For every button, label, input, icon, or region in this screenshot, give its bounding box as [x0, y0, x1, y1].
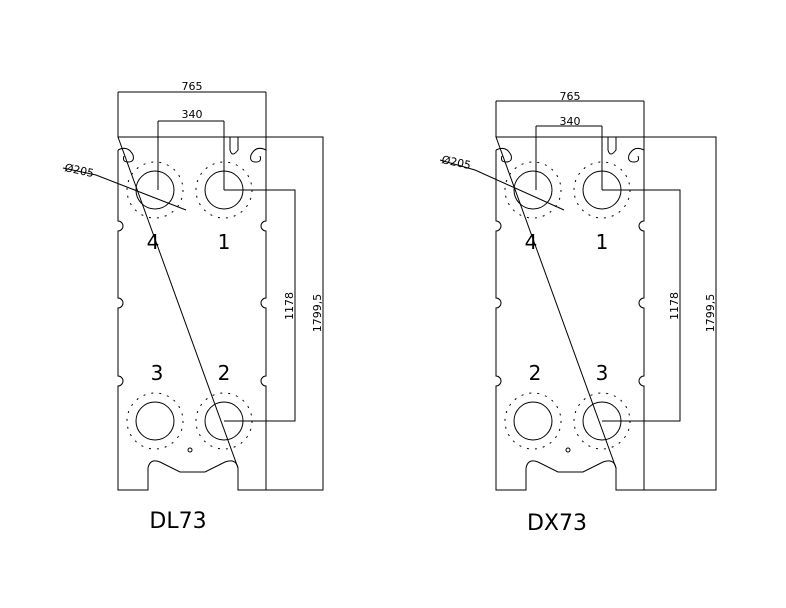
- port-label-bottom-right: 2: [218, 361, 231, 385]
- port-4: [126, 161, 184, 219]
- port-height-dimension-label: 1178: [668, 292, 681, 320]
- port-label-top-right: 1: [596, 230, 609, 254]
- width-dimension-label: 765: [182, 80, 203, 93]
- corner-hook-left: [495, 147, 512, 163]
- port-height-dimension-label: 1178: [283, 292, 296, 320]
- port-2: [504, 392, 562, 450]
- total-height-dimension-label: 1799,5: [704, 294, 717, 333]
- port-spacing-dimension-line: [535, 125, 603, 190]
- corner-hook-right: [250, 147, 267, 163]
- port-label-bottom-left: 3: [151, 361, 164, 385]
- plate-diagram-dl73: 765 340 Ø205 1178 1799,5 4 1 3 2 DL73: [62, 80, 324, 534]
- model-name: DL73: [149, 509, 206, 534]
- port-spacing-dimension-label: 340: [560, 115, 581, 128]
- port-4: [504, 161, 562, 219]
- bottom-channel: [147, 460, 239, 473]
- port-spacing-dimension-line: [157, 120, 225, 190]
- diameter-leader: [439, 159, 565, 211]
- plate-outline: [117, 136, 267, 491]
- width-dimension-line: [117, 91, 267, 150]
- total-height-dimension-line: [644, 136, 717, 491]
- port-label-top-left: 4: [147, 230, 160, 254]
- port-label-top-right: 1: [218, 230, 231, 254]
- center-hole: [187, 447, 193, 453]
- port-label-bottom-left: 2: [529, 361, 542, 385]
- total-height-dimension-line: [266, 136, 324, 491]
- port-height-dimension-line: [224, 189, 296, 422]
- port-spacing-dimension-label: 340: [182, 108, 203, 121]
- width-dimension-line: [495, 100, 645, 150]
- corner-hook-left: [117, 147, 134, 163]
- port-label-bottom-right: 3: [596, 361, 609, 385]
- top-slot: [229, 137, 239, 155]
- plate-outline: [495, 136, 645, 491]
- total-height-dimension-label: 1799,5: [311, 294, 324, 333]
- port-height-dimension-line: [602, 189, 681, 422]
- port-label-top-left: 4: [525, 230, 538, 254]
- plate-diagram-dx73: 765 340 Ø205 1178 1799,5 4 1 2 3 DX73: [439, 90, 717, 536]
- width-dimension-label: 765: [560, 90, 581, 103]
- diameter-label: Ø205: [63, 161, 95, 180]
- center-hole: [565, 447, 571, 453]
- corner-hook-right: [628, 147, 645, 163]
- top-slot: [607, 137, 617, 155]
- diameter-leader: [62, 167, 187, 211]
- model-name: DX73: [527, 511, 587, 536]
- port-3: [126, 392, 184, 450]
- bottom-channel: [525, 460, 617, 473]
- diameter-label: Ø205: [440, 153, 472, 172]
